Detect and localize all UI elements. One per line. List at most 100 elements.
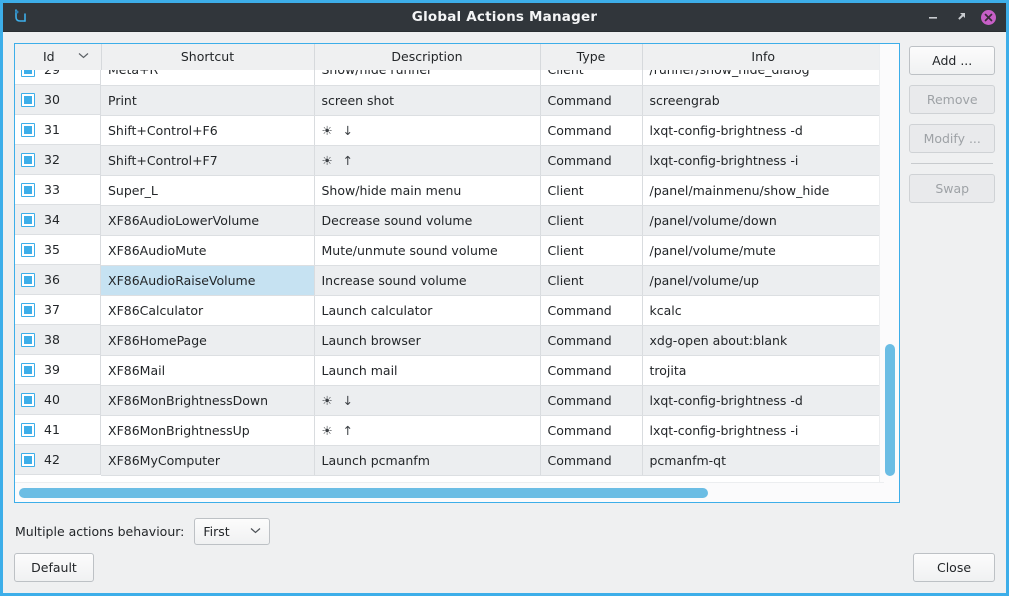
enabled-checkbox[interactable]	[21, 452, 35, 467]
cell-info[interactable]: /runner/show_hide_dialog	[642, 70, 884, 86]
shortcuts-table[interactable]: Id Shortcut Description Type Info	[14, 43, 901, 503]
cell-description[interactable]: Launch browser	[314, 325, 541, 356]
cell-info[interactable]: /panel/mainmenu/show_hide	[642, 175, 884, 206]
remove-button[interactable]: Remove	[909, 85, 995, 114]
cell-shortcut[interactable]: XF86Mail	[101, 355, 315, 386]
cell-shortcut[interactable]: Print	[101, 85, 315, 116]
cell-shortcut[interactable]: XF86MyComputer	[101, 445, 315, 476]
cell-type[interactable]: Command	[540, 145, 643, 176]
cell-id[interactable]: 42	[15, 445, 101, 475]
cell-id[interactable]: 39	[15, 355, 101, 385]
cell-shortcut[interactable]: XF86AudioLowerVolume	[101, 205, 315, 236]
cell-info[interactable]: lxqt-config-brightness -i	[642, 145, 884, 176]
cell-id[interactable]: 37	[15, 295, 101, 325]
enabled-checkbox[interactable]	[21, 122, 35, 137]
close-icon[interactable]	[981, 9, 996, 25]
cell-shortcut[interactable]: Shift+Control+F6	[101, 115, 315, 146]
cell-type[interactable]: Command	[540, 385, 643, 416]
cell-info[interactable]: /panel/volume/up	[642, 265, 884, 296]
cell-info[interactable]: /panel/volume/down	[642, 205, 884, 236]
cell-type[interactable]: Command	[540, 415, 643, 446]
cell-type[interactable]: Command	[540, 115, 643, 146]
column-header-id[interactable]: Id	[15, 44, 102, 71]
enabled-checkbox[interactable]	[21, 92, 35, 107]
cell-description[interactable]: Mute/unmute sound volume	[314, 235, 541, 266]
cell-shortcut[interactable]: Meta+R	[101, 70, 315, 86]
cell-description[interactable]: Show/hide runner	[314, 70, 541, 86]
enabled-checkbox[interactable]	[21, 212, 35, 227]
maximize-restore-icon[interactable]	[953, 9, 969, 25]
cell-info[interactable]: kcalc	[642, 295, 884, 326]
cell-shortcut[interactable]: XF86HomePage	[101, 325, 315, 356]
cell-description[interactable]: Launch pcmanfm	[314, 445, 541, 476]
modify-button[interactable]: Modify ...	[909, 124, 995, 153]
minimize-icon[interactable]	[925, 9, 941, 25]
cell-description[interactable]: ☀ ↑	[314, 145, 541, 176]
enabled-checkbox[interactable]	[21, 332, 35, 347]
cell-id[interactable]: 32	[15, 145, 101, 175]
enabled-checkbox[interactable]	[21, 182, 35, 197]
cell-type[interactable]: Client	[540, 265, 643, 296]
cell-info[interactable]: xdg-open about:blank	[642, 325, 884, 356]
enabled-checkbox[interactable]	[21, 392, 35, 407]
cell-description[interactable]: Decrease sound volume	[314, 205, 541, 236]
cell-info[interactable]: lxqt-config-brightness -i	[642, 415, 884, 446]
cell-id[interactable]: 34	[15, 205, 101, 235]
default-button[interactable]: Default	[14, 553, 94, 582]
column-header-description[interactable]: Description	[314, 44, 541, 71]
cell-shortcut[interactable]: XF86MonBrightnessDown	[101, 385, 315, 416]
cell-id[interactable]: 35	[15, 235, 101, 265]
swap-button[interactable]: Swap	[909, 174, 995, 203]
vertical-scrollbar-thumb[interactable]	[885, 344, 896, 476]
enabled-checkbox[interactable]	[21, 242, 35, 257]
cell-info[interactable]: pcmanfm-qt	[642, 445, 884, 476]
cell-info[interactable]: trojita	[642, 355, 884, 386]
cell-description[interactable]: ☀ ↑	[314, 415, 541, 446]
column-header-shortcut[interactable]: Shortcut	[101, 44, 315, 71]
cell-type[interactable]: Command	[540, 445, 643, 476]
cell-description[interactable]: Show/hide main menu	[314, 175, 541, 206]
cell-description[interactable]: screen shot	[314, 85, 541, 116]
cell-type[interactable]: Client	[540, 175, 643, 206]
cell-type[interactable]: Client	[540, 235, 643, 266]
cell-id[interactable]: 30	[15, 85, 101, 115]
add-button[interactable]: Add ...	[909, 46, 995, 75]
cell-id[interactable]: 33	[15, 175, 101, 205]
column-header-type[interactable]: Type	[540, 44, 643, 71]
cell-shortcut-selected[interactable]: XF86AudioRaiseVolume	[101, 265, 315, 296]
enabled-checkbox[interactable]	[21, 302, 35, 317]
cell-shortcut[interactable]: Shift+Control+F7	[101, 145, 315, 176]
cell-info[interactable]: lxqt-config-brightness -d	[642, 385, 884, 416]
horizontal-scrollbar[interactable]	[15, 482, 884, 502]
cell-shortcut[interactable]: XF86Calculator	[101, 295, 315, 326]
cell-type[interactable]: Command	[540, 295, 643, 326]
enabled-checkbox[interactable]	[21, 422, 35, 437]
horizontal-scrollbar-thumb[interactable]	[19, 488, 708, 498]
cell-id[interactable]: 31	[15, 115, 101, 145]
enabled-checkbox[interactable]	[21, 272, 35, 287]
cell-id[interactable]: 36	[15, 265, 101, 295]
cell-id[interactable]: 41	[15, 415, 101, 445]
cell-description[interactable]: Launch calculator	[314, 295, 541, 326]
cell-id[interactable]: 40	[15, 385, 101, 415]
behaviour-select[interactable]: First	[194, 518, 271, 545]
cell-info[interactable]: screengrab	[642, 85, 884, 116]
enabled-checkbox[interactable]	[21, 70, 35, 77]
cell-id[interactable]: 38	[15, 325, 101, 355]
cell-type[interactable]: Client	[540, 70, 643, 86]
cell-shortcut[interactable]: XF86AudioMute	[101, 235, 315, 266]
cell-type[interactable]: Command	[540, 85, 643, 116]
cell-type[interactable]: Client	[540, 205, 643, 236]
cell-description[interactable]: Increase sound volume	[314, 265, 541, 296]
